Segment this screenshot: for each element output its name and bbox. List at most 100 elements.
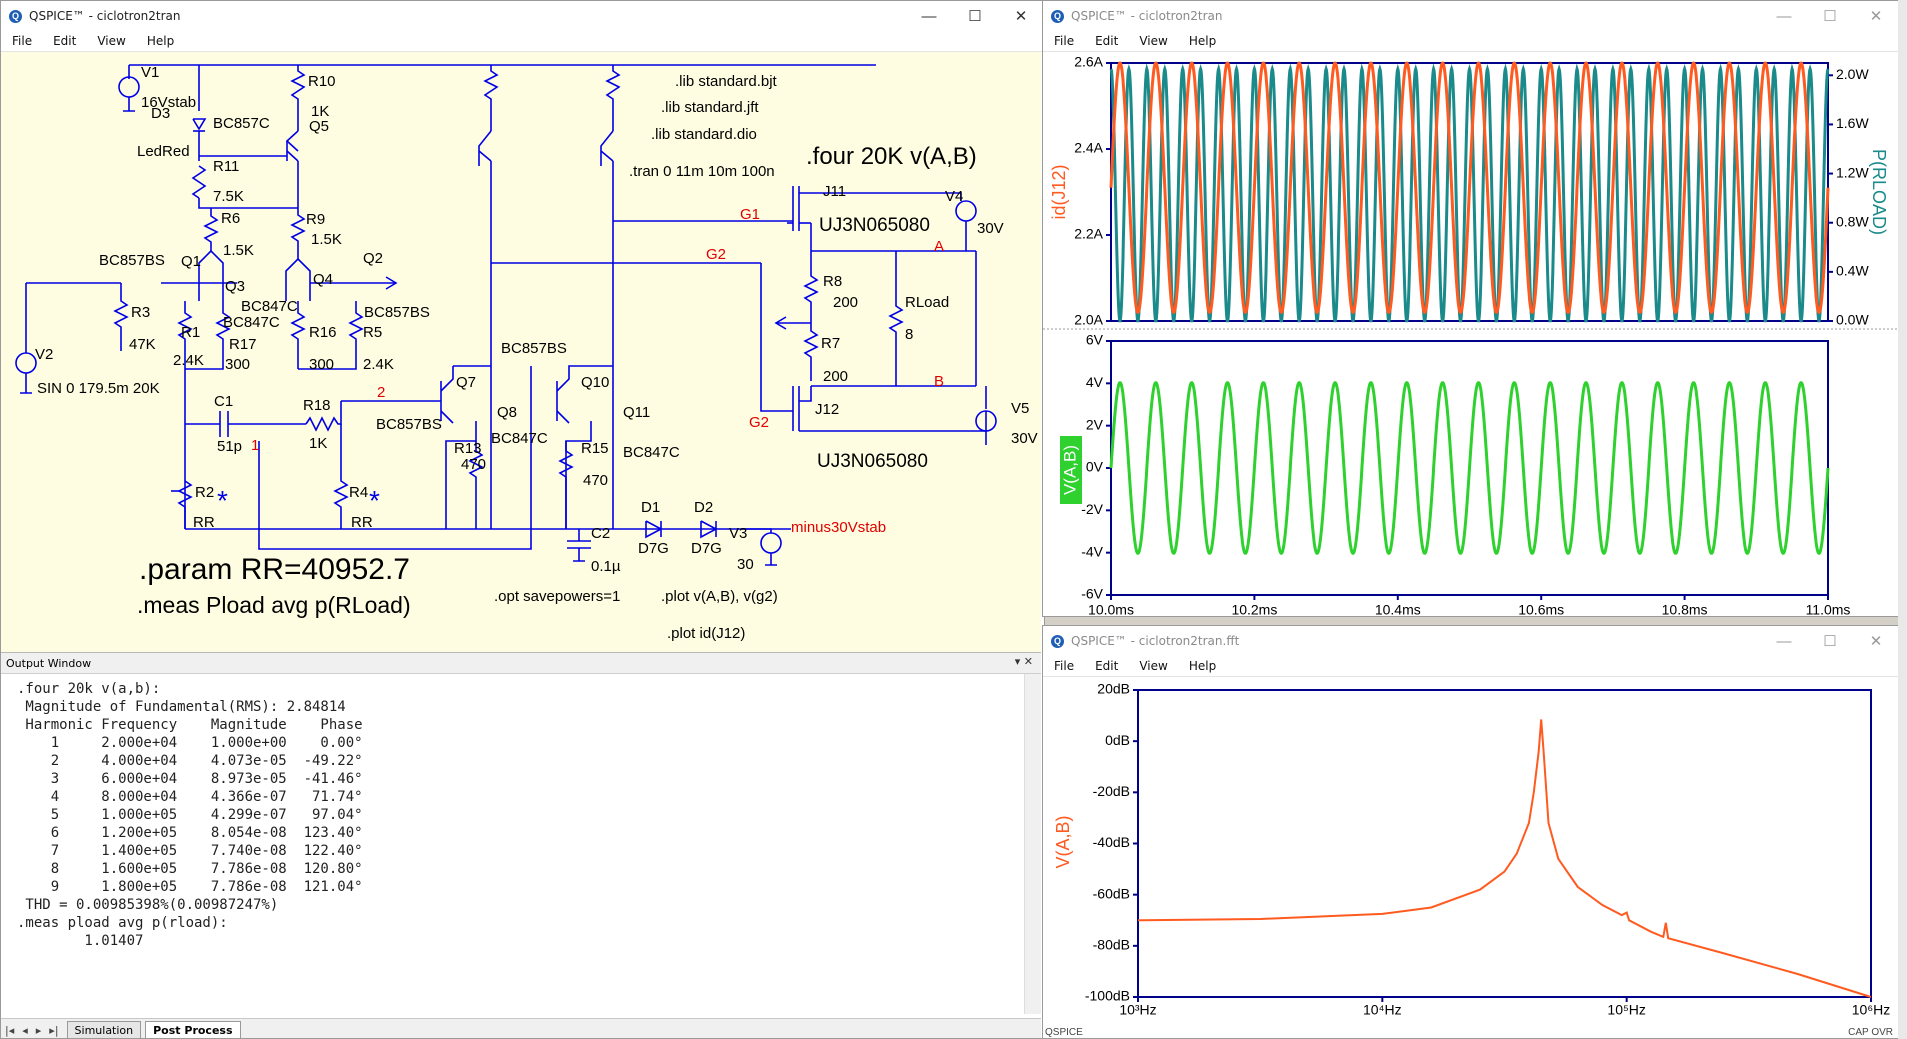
label-rload-value[interactable]: 8 [905, 326, 913, 343]
label-q5-type[interactable]: BC857C [213, 115, 270, 132]
label-c2-value[interactable]: 0.1µ [591, 558, 621, 575]
label-q7-type[interactable]: BC857BS [376, 416, 442, 433]
tab-post-process[interactable]: Post Process [145, 1021, 241, 1038]
menu-help[interactable]: Help [1188, 659, 1217, 673]
label-r4[interactable]: R4 [349, 484, 368, 501]
label-v5-value[interactable]: 30V [1011, 430, 1038, 447]
label-v2[interactable]: V2 [35, 346, 53, 363]
net-label-g1[interactable]: G1 [740, 206, 760, 223]
directive-tran[interactable]: .tran 0 11m 10m 100n [629, 163, 775, 180]
directive-lib-dio[interactable]: .lib standard.dio [651, 126, 757, 143]
output-log[interactable]: .four 20k v(a,b): Magnitude of Fundament… [17, 680, 363, 950]
label-r10[interactable]: R10 [308, 73, 336, 90]
label-r2[interactable]: R2 [195, 484, 214, 501]
label-d1[interactable]: D1 [641, 499, 660, 516]
menu-edit[interactable]: Edit [53, 34, 77, 48]
tab-scroll-prev-icon[interactable]: ◂ [22, 1023, 28, 1037]
label-r4-value[interactable]: RR [351, 514, 373, 531]
label-r1-value[interactable]: 2.4K [173, 352, 204, 369]
label-r9[interactable]: R9 [306, 211, 325, 228]
net-label-minus30vstab[interactable]: minus30Vstab [791, 519, 886, 536]
label-v1-value[interactable]: 16Vstab [141, 94, 196, 111]
label-q3[interactable]: Q3 [225, 278, 245, 295]
close-button[interactable]: ✕ [1014, 8, 1028, 25]
label-j12[interactable]: J12 [815, 401, 839, 418]
menu-view[interactable]: View [1139, 34, 1168, 48]
label-v4[interactable]: V4 [945, 188, 963, 205]
label-c1-value[interactable]: 51p [217, 438, 242, 455]
label-r2-value[interactable]: RR [193, 514, 215, 531]
label-r16[interactable]: R16 [309, 324, 337, 341]
label-d2[interactable]: D2 [694, 499, 713, 516]
label-d3-value[interactable]: LedRed [137, 143, 190, 160]
label-r13-value[interactable]: 470 [461, 456, 486, 473]
label-q10[interactable]: Q10 [581, 374, 609, 391]
schematic-canvas[interactable]: V1 16Vstab D3 LedRed BC857C R10 1K Q5 R1… [1, 52, 1041, 652]
label-q8-top[interactable]: BC857BS [501, 340, 567, 357]
label-d2-value[interactable]: D7G [691, 540, 722, 557]
menu-help[interactable]: Help [1188, 34, 1217, 48]
label-v2-value[interactable]: SIN 0 179.5m 20K [37, 380, 160, 397]
label-r6-value[interactable]: 1.5K [223, 242, 254, 259]
menu-file[interactable]: File [1054, 34, 1075, 48]
label-r7-value[interactable]: 200 [823, 368, 848, 385]
directive-plot-vab[interactable]: .plot v(A,B), v(g2) [661, 588, 778, 605]
label-r11-value[interactable]: 7.5K [213, 188, 244, 205]
output-scrollbar[interactable] [1024, 674, 1041, 1014]
label-d1-value[interactable]: D7G [638, 540, 669, 557]
label-q4-type[interactable]: BC847C [241, 298, 298, 315]
label-r18-value[interactable]: 1K [309, 435, 327, 452]
label-j12-type[interactable]: UJ3N065080 [817, 451, 928, 472]
label-v1[interactable]: V1 [141, 64, 159, 81]
right-edge-scrollbar[interactable] [1898, 0, 1907, 1039]
net-label-g2-top[interactable]: G2 [706, 246, 726, 263]
pane-idj12-pload[interactable]: 2.6A2.4A2.2A2.0A 2.0W1.6W1.2W0.8W0.4W0.0… [1049, 54, 1889, 328]
label-q7[interactable]: Q7 [456, 374, 476, 391]
main-titlebar[interactable]: Q QSPICE™ - ciclotron2tran — ☐ ✕ [1, 1, 1044, 31]
directive-plot-idj12[interactable]: .plot id(J12) [667, 625, 745, 642]
minimize-button[interactable]: — [1776, 7, 1792, 25]
label-q4[interactable]: Q4 [313, 271, 333, 288]
net-label-2[interactable]: 2 [377, 384, 385, 401]
minimize-button[interactable]: — [921, 7, 937, 25]
directive-four[interactable]: .four 20K v(A,B) [806, 143, 977, 170]
label-r18[interactable]: R18 [303, 397, 331, 414]
label-r8-value[interactable]: 200 [833, 294, 858, 311]
maximize-button[interactable]: ☐ [968, 8, 982, 25]
label-q11[interactable]: Q11 [623, 404, 650, 421]
label-q8[interactable]: Q8 [497, 404, 517, 421]
maximize-button[interactable]: ☐ [1823, 8, 1837, 25]
close-button[interactable]: ✕ [1869, 8, 1883, 25]
label-q5[interactable]: Q5 [309, 118, 329, 135]
label-rload[interactable]: RLoad [905, 294, 949, 311]
net-label-1[interactable]: 1 [251, 437, 259, 454]
menu-file[interactable]: File [12, 34, 33, 48]
label-d3[interactable]: D3 [151, 105, 170, 122]
label-v3[interactable]: V3 [729, 525, 747, 542]
label-q3-type[interactable]: BC847C [223, 314, 280, 331]
label-r5[interactable]: R5 [363, 324, 382, 341]
label-r8[interactable]: R8 [823, 273, 842, 290]
net-label-a[interactable]: A [934, 238, 944, 255]
net-label-b[interactable]: B [934, 373, 944, 390]
label-q1-type[interactable]: BC857BS [99, 252, 165, 269]
label-r10-value[interactable]: 1K [311, 103, 329, 120]
label-v4-value[interactable]: 30V [977, 220, 1004, 237]
tab-scroll-last-icon[interactable]: ▸| [49, 1023, 59, 1037]
label-c1[interactable]: C1 [214, 393, 233, 410]
directive-lib-jft[interactable]: .lib standard.jft [661, 99, 759, 116]
label-r17[interactable]: R17 [229, 336, 257, 353]
label-c2[interactable]: C2 [591, 525, 610, 542]
menu-view[interactable]: View [97, 34, 126, 48]
menu-help[interactable]: Help [146, 34, 175, 48]
directive-lib-bjt[interactable]: .lib standard.bjt [675, 73, 778, 90]
label-r9-value[interactable]: 1.5K [311, 231, 342, 248]
label-q1[interactable]: Q1 [181, 253, 201, 270]
label-r6[interactable]: R6 [221, 210, 240, 227]
tab-simulation[interactable]: Simulation [66, 1021, 142, 1038]
output-window-controls[interactable]: ▾ ✕ [1014, 655, 1033, 668]
label-r15-value[interactable]: 470 [583, 472, 608, 489]
label-r13[interactable]: R13 [454, 440, 482, 457]
